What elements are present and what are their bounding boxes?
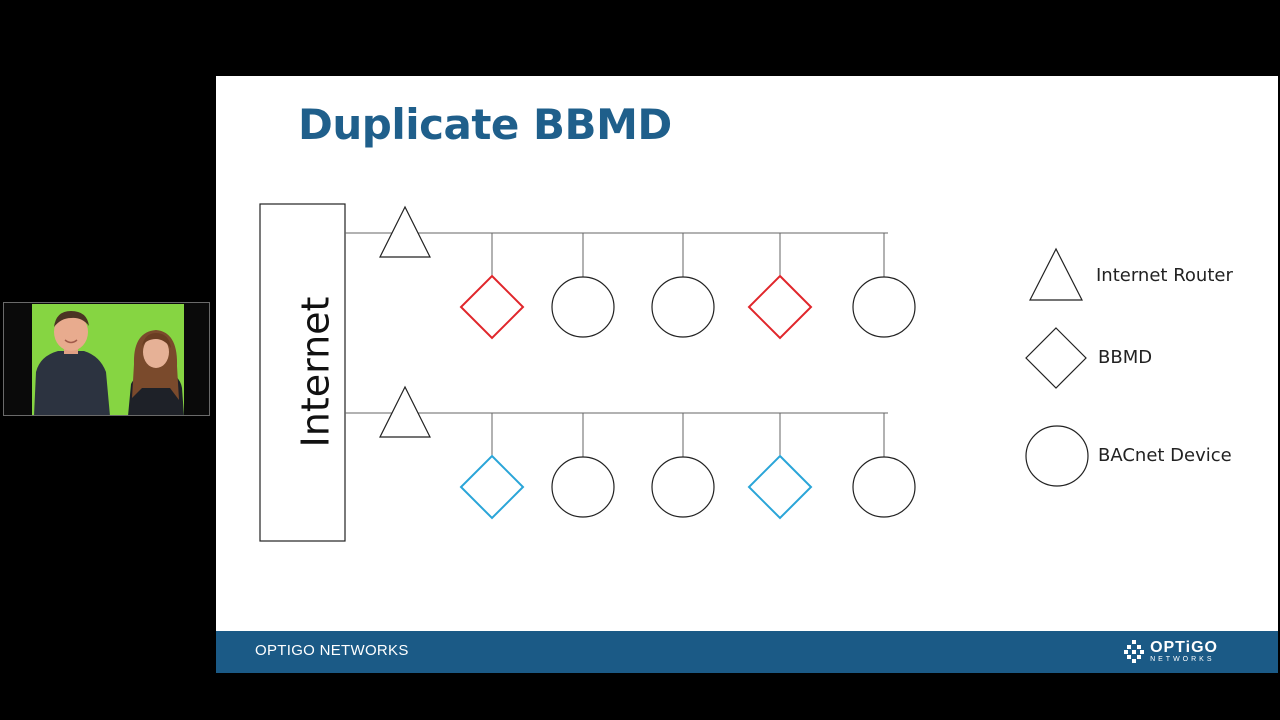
bacnet-device-icon [551, 456, 615, 518]
bacnet-device-icon [551, 276, 615, 338]
optigo-logo: OPTiGO NETWORKS [1124, 639, 1218, 663]
optigo-logo-icon [1124, 640, 1145, 663]
presenter-male [34, 311, 110, 415]
network-segment [345, 385, 916, 520]
network-segment [345, 205, 916, 340]
slide-title: Duplicate BBMD [298, 100, 672, 149]
presenter-female [128, 330, 184, 415]
bbmd-icon [1025, 327, 1087, 389]
bbmd-icon [747, 454, 813, 520]
bbmd-icon [747, 274, 813, 340]
slide-footer: OPTIGO NETWORKS OPTiGO NETWORKS [216, 631, 1278, 673]
logo-subtext: NETWORKS [1150, 655, 1215, 663]
internet-label: Internet [294, 297, 338, 448]
legend-label: BACnet Device [1098, 445, 1232, 466]
bbmd-icon [459, 454, 525, 520]
internet-router-icon [1029, 247, 1083, 301]
bacnet-device-icon [852, 456, 916, 518]
internet-router-icon [379, 205, 431, 258]
bacnet-device-icon [651, 276, 715, 338]
bacnet-device-icon [1025, 425, 1089, 487]
legend-label: BBMD [1098, 347, 1152, 368]
bacnet-device-icon [852, 276, 916, 338]
network-segments [345, 205, 916, 520]
legend-item: Internet Router [1029, 247, 1233, 301]
legend-label: Internet Router [1096, 265, 1233, 286]
internet-router-icon [379, 385, 431, 438]
legend-item: BACnet Device [1025, 425, 1232, 487]
bbmd-icon [459, 274, 525, 340]
legend-item: BBMD [1025, 327, 1152, 389]
internet-box [259, 203, 346, 542]
webcam-video-feed [32, 304, 184, 415]
webcam-overlay [3, 302, 210, 416]
footer-company-name: OPTIGO NETWORKS [255, 642, 409, 659]
bacnet-device-icon [651, 456, 715, 518]
logo-text: OPTiGO [1150, 638, 1218, 656]
